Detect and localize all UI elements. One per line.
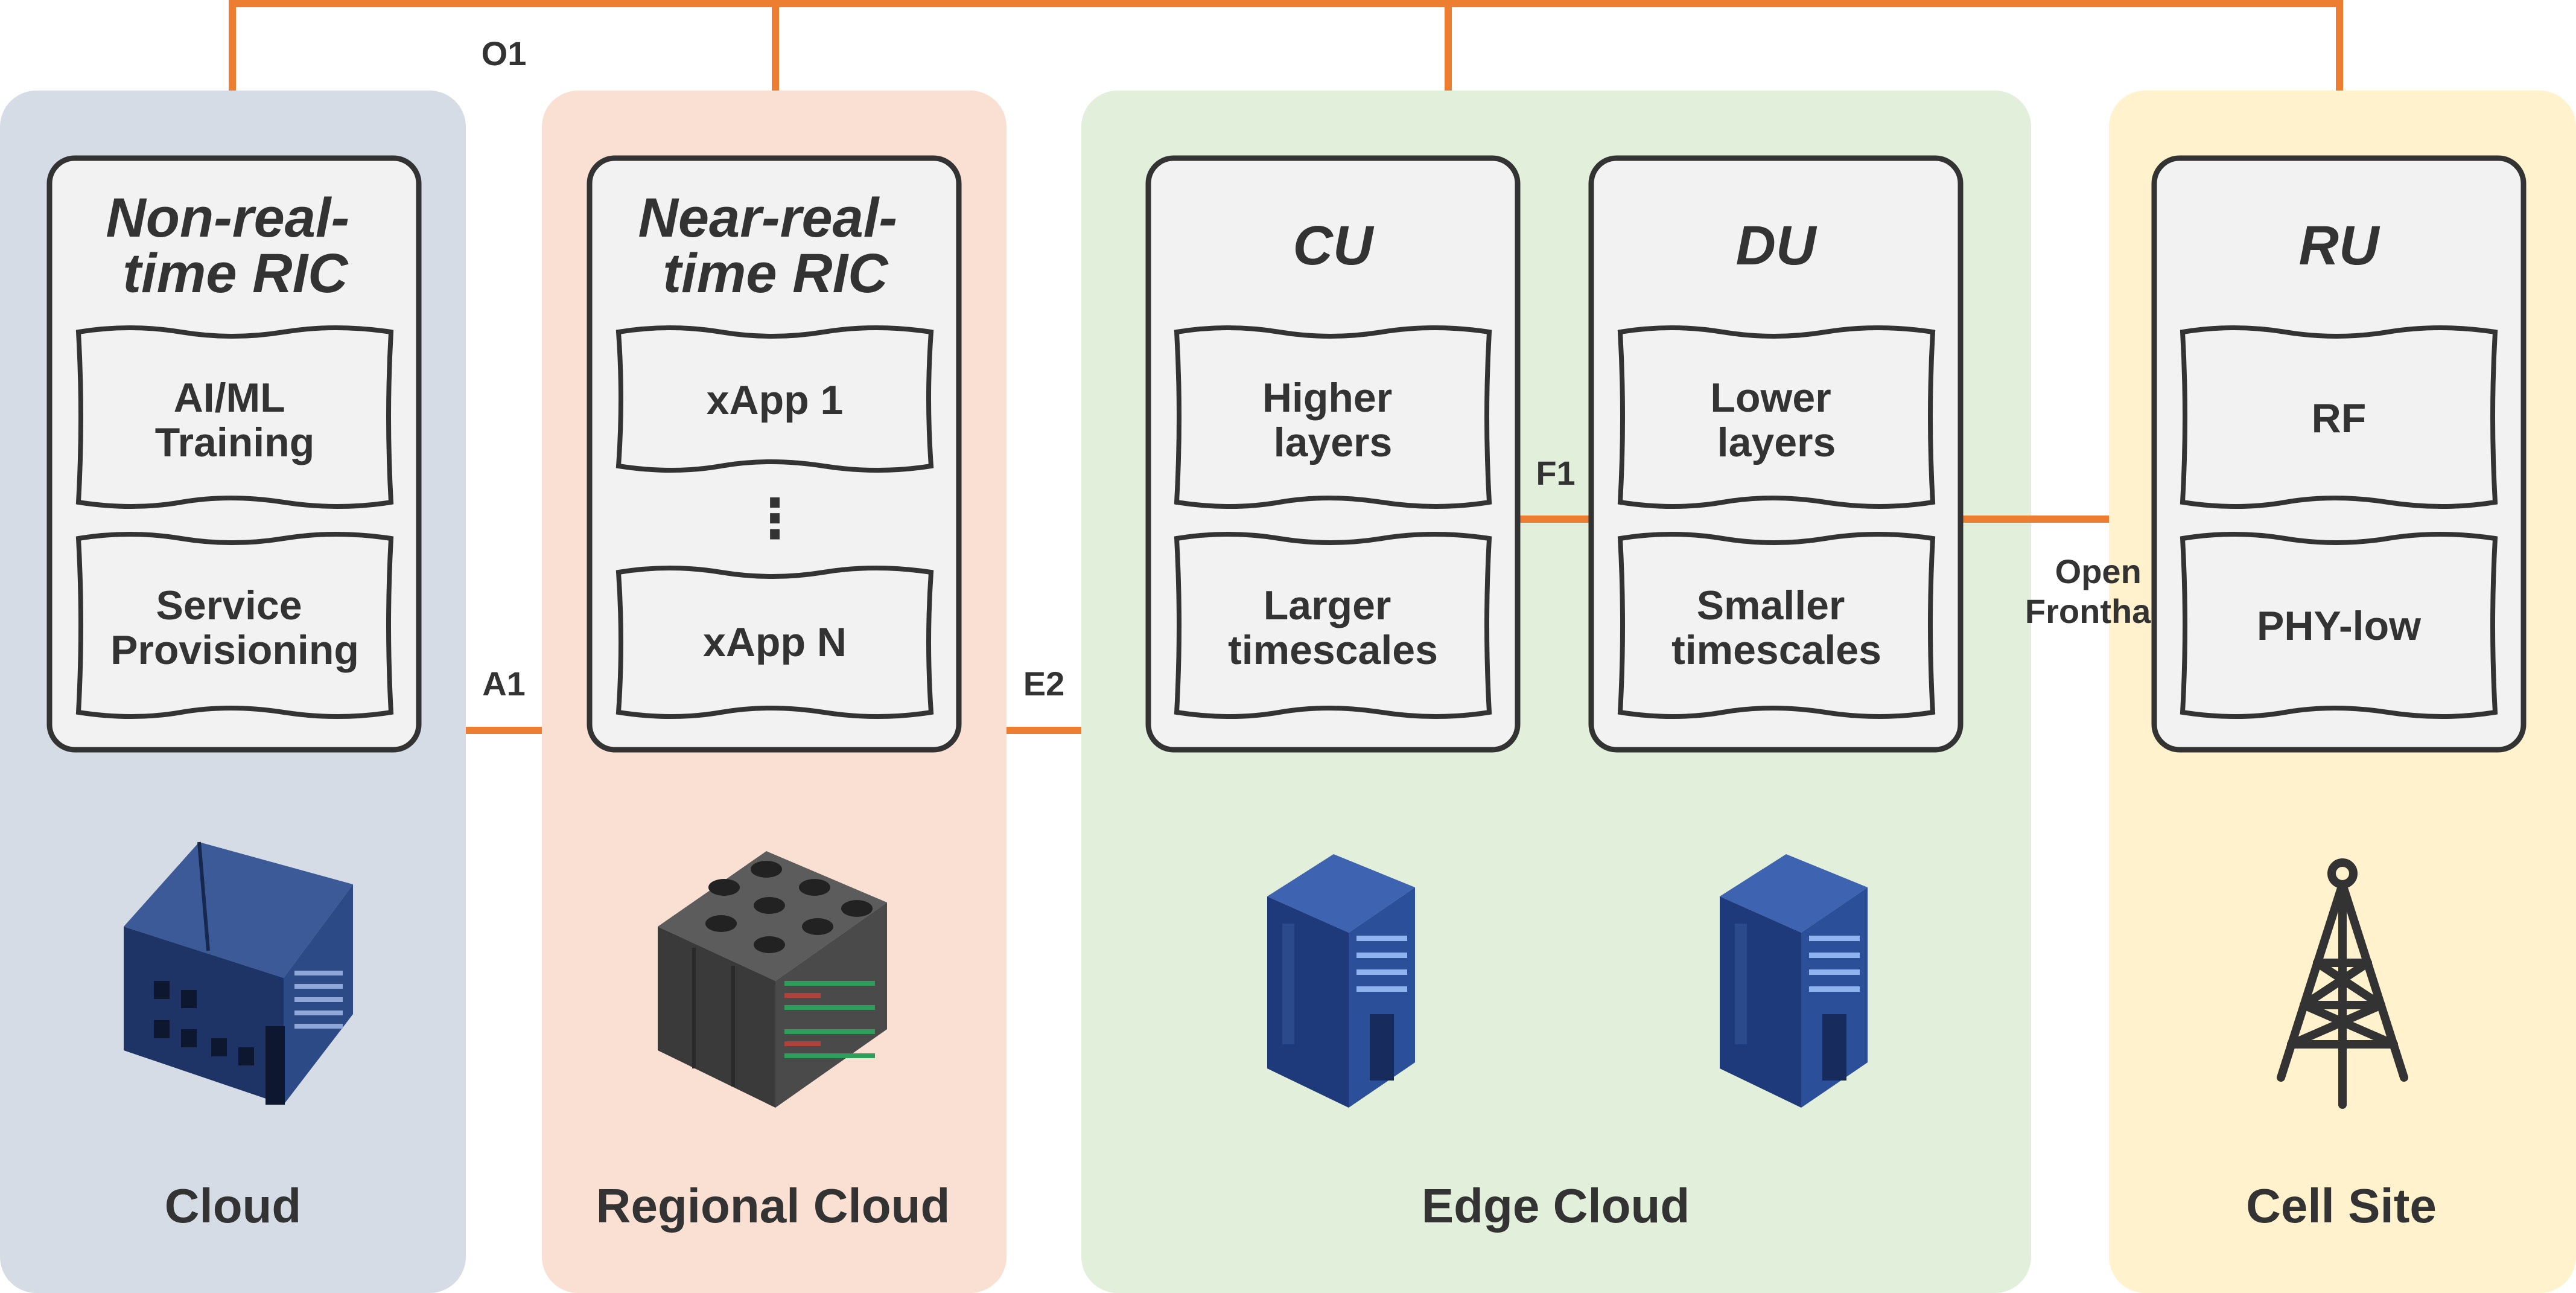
a1-label: A1	[482, 665, 526, 703]
larger-timescales-line-2: timescales	[1228, 627, 1438, 673]
smaller-timescales-label: Smaller timescales	[1671, 583, 1881, 673]
higher-layers-line-1: Higher	[1262, 375, 1392, 421]
lower-layers-line-2: layers	[1717, 420, 1836, 465]
cell-tower-icon	[2277, 858, 2408, 1109]
o1-bus-line	[229, 0, 2343, 91]
non-rt-ric-title: Non-real- time RIC	[106, 187, 364, 304]
near-rt-ric-title-line-2: time RIC	[663, 243, 889, 304]
e2-label: E2	[1023, 665, 1065, 703]
regional-cloud-zone-label: Regional Cloud	[596, 1179, 950, 1233]
near-rt-ric-title-line-1: Near-real-	[638, 187, 897, 249]
rf-label: RF	[2312, 395, 2367, 441]
higher-layers-label: Higher layers	[1262, 375, 1404, 465]
near-rt-ric-title: Near-real- time RIC	[638, 187, 912, 304]
service-provisioning-line-2: Provisioning	[110, 627, 359, 673]
cell-site-zone-label: Cell Site	[2246, 1179, 2437, 1233]
lower-layers-label: Lower layers	[1710, 375, 1842, 465]
lower-layers-line-1: Lower	[1710, 375, 1831, 421]
non-rt-ric-title-line-1: Non-real-	[106, 187, 349, 249]
interface-links	[466, 516, 2109, 734]
service-provisioning-line-1: Service	[156, 583, 302, 628]
larger-timescales-line-1: Larger	[1264, 583, 1391, 628]
xapp-ellipsis: ⋮	[748, 489, 802, 549]
smaller-timescales-block	[1617, 532, 1936, 719]
phy-low-block	[2180, 532, 2498, 719]
o1-interface	[229, 0, 2343, 91]
lower-layers-block	[1617, 325, 1936, 509]
phy-low-label: PHY-low	[2257, 603, 2422, 649]
smaller-timescales-line-1: Smaller	[1697, 583, 1845, 628]
du-title: DU	[1736, 215, 1818, 276]
service-provisioning-label: Service Provisioning	[110, 583, 359, 673]
larger-timescales-block	[1174, 532, 1492, 719]
cu-title: CU	[1293, 215, 1375, 276]
non-rt-ric-title-line-2: time RIC	[122, 243, 349, 304]
xapp-n-label: xApp N	[703, 619, 847, 665]
xapp-1-label: xApp 1	[707, 377, 844, 423]
open-fronthaul-line-1: Open	[2055, 552, 2142, 590]
higher-layers-line-2: layers	[1274, 420, 1393, 465]
near-rt-ric-panel: Near-real- time RIC xApp 1 ⋮ xApp N	[587, 155, 962, 753]
server-rack-icon	[124, 841, 353, 1105]
aiml-training-label: AI/ML Training	[155, 375, 314, 465]
higher-layers-block	[1174, 325, 1492, 509]
xapp-1-block	[615, 325, 934, 473]
ru-panel: RU RF PHY-low	[2151, 155, 2527, 753]
du-panel: DU Lower layers Smaller timescales	[1588, 155, 1964, 753]
smaller-timescales-line-2: timescales	[1671, 627, 1881, 673]
larger-timescales-label: Larger timescales	[1228, 583, 1438, 673]
aiml-training-line-1: AI/ML	[174, 375, 285, 421]
edge-cloud-zone-label: Edge Cloud	[1422, 1179, 1690, 1233]
cu-panel: CU Higher layers Larger timescales	[1145, 155, 1521, 753]
aiml-training-block	[75, 325, 394, 509]
f1-label: F1	[1536, 454, 1575, 492]
ru-title: RU	[2299, 215, 2380, 276]
du-server-tower-icon	[1720, 854, 1868, 1108]
xapp-n-block	[615, 566, 934, 719]
cu-server-tower-icon	[1267, 854, 1415, 1108]
aiml-training-line-2: Training	[155, 420, 314, 465]
server-cube-icon	[658, 851, 887, 1108]
o1-label: O1	[482, 34, 527, 72]
non-rt-ric-panel: Non-real- time RIC AI/ML Training Servic…	[46, 155, 422, 753]
service-provisioning-block	[75, 532, 394, 719]
cloud-zone-label: Cloud	[165, 1179, 302, 1233]
rf-block	[2180, 325, 2498, 509]
